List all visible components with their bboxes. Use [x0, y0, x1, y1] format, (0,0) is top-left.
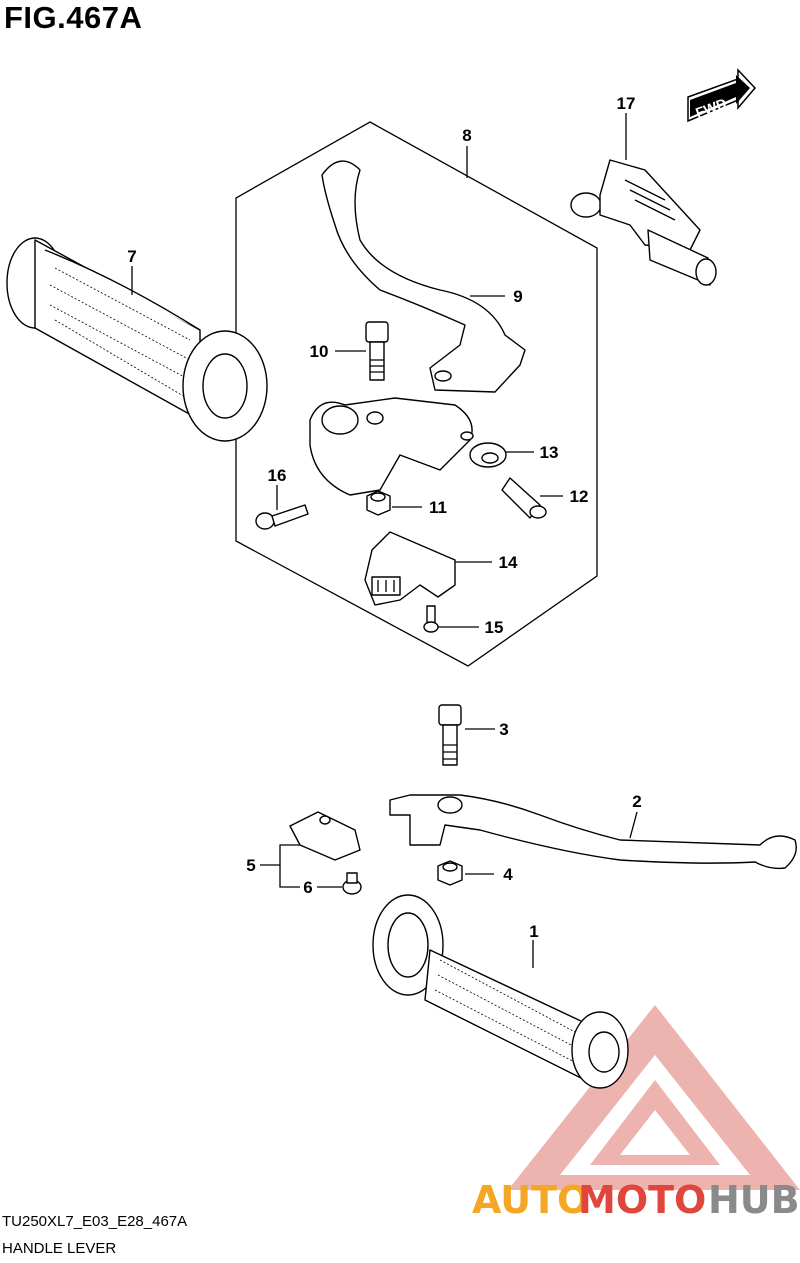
- callout-labels: 1 2 3 4 5 6 7 8 9 10 11 12 13 14 15 16 1…: [127, 94, 641, 941]
- part-3-pivot-bolt: [438, 704, 462, 766]
- assembly-8-frame: [235, 121, 598, 667]
- callout-7: 7: [127, 247, 136, 266]
- callout-14: 14: [499, 553, 518, 572]
- part-12-adjuster-bolt: [501, 477, 547, 519]
- callout-9: 9: [513, 287, 522, 306]
- leader-lines: [131, 113, 638, 968]
- part-17-throttle-housing: [570, 159, 717, 286]
- callout-16: 16: [268, 466, 287, 485]
- figure-name: HANDLE LEVER: [2, 1240, 117, 1257]
- watermark-logo: [508, 1005, 800, 1190]
- watermark-text: AUTO MOTO HUB: [472, 1178, 800, 1222]
- fwd-arrow-icon: FWD: [687, 68, 757, 123]
- callout-2: 2: [632, 792, 641, 811]
- callout-11: 11: [429, 498, 447, 517]
- callout-15: 15: [485, 618, 504, 637]
- callout-1: 1: [529, 922, 538, 941]
- watermark-auto: AUTO: [472, 1178, 589, 1222]
- part-5-brake-switch: [289, 811, 361, 861]
- part-4-nut: [437, 860, 463, 886]
- part-2-brake-lever: [389, 794, 797, 870]
- callout-5: 5: [246, 856, 255, 875]
- part-13-adjuster-nut: [469, 442, 507, 468]
- watermark-hub: HUB: [708, 1178, 800, 1222]
- figure-title: FIG.467A: [4, 0, 143, 35]
- callout-12: 12: [570, 487, 589, 506]
- part-9-clutch-lever: [321, 160, 526, 393]
- part-16-screw: [255, 504, 309, 530]
- part-11-nut: [366, 490, 391, 516]
- callout-10: 10: [310, 342, 329, 361]
- part-15-screw: [423, 605, 439, 633]
- part-10-pivot-bolt: [365, 321, 389, 381]
- callout-8: 8: [462, 126, 471, 145]
- part-6-screw: [342, 872, 362, 895]
- watermark-moto: MOTO: [578, 1178, 706, 1222]
- callout-17: 17: [617, 94, 636, 113]
- callout-4: 4: [503, 865, 513, 884]
- lever-holder-bracket: [309, 397, 474, 496]
- callout-6: 6: [303, 878, 312, 897]
- part-7-left-grip: [6, 237, 268, 442]
- part-1-right-grip: [372, 894, 629, 1089]
- part-14-clutch-switch: [364, 531, 456, 606]
- callout-3: 3: [499, 720, 508, 739]
- figure-code: TU250XL7_E03_E28_467A: [2, 1213, 188, 1230]
- callout-13: 13: [540, 443, 559, 462]
